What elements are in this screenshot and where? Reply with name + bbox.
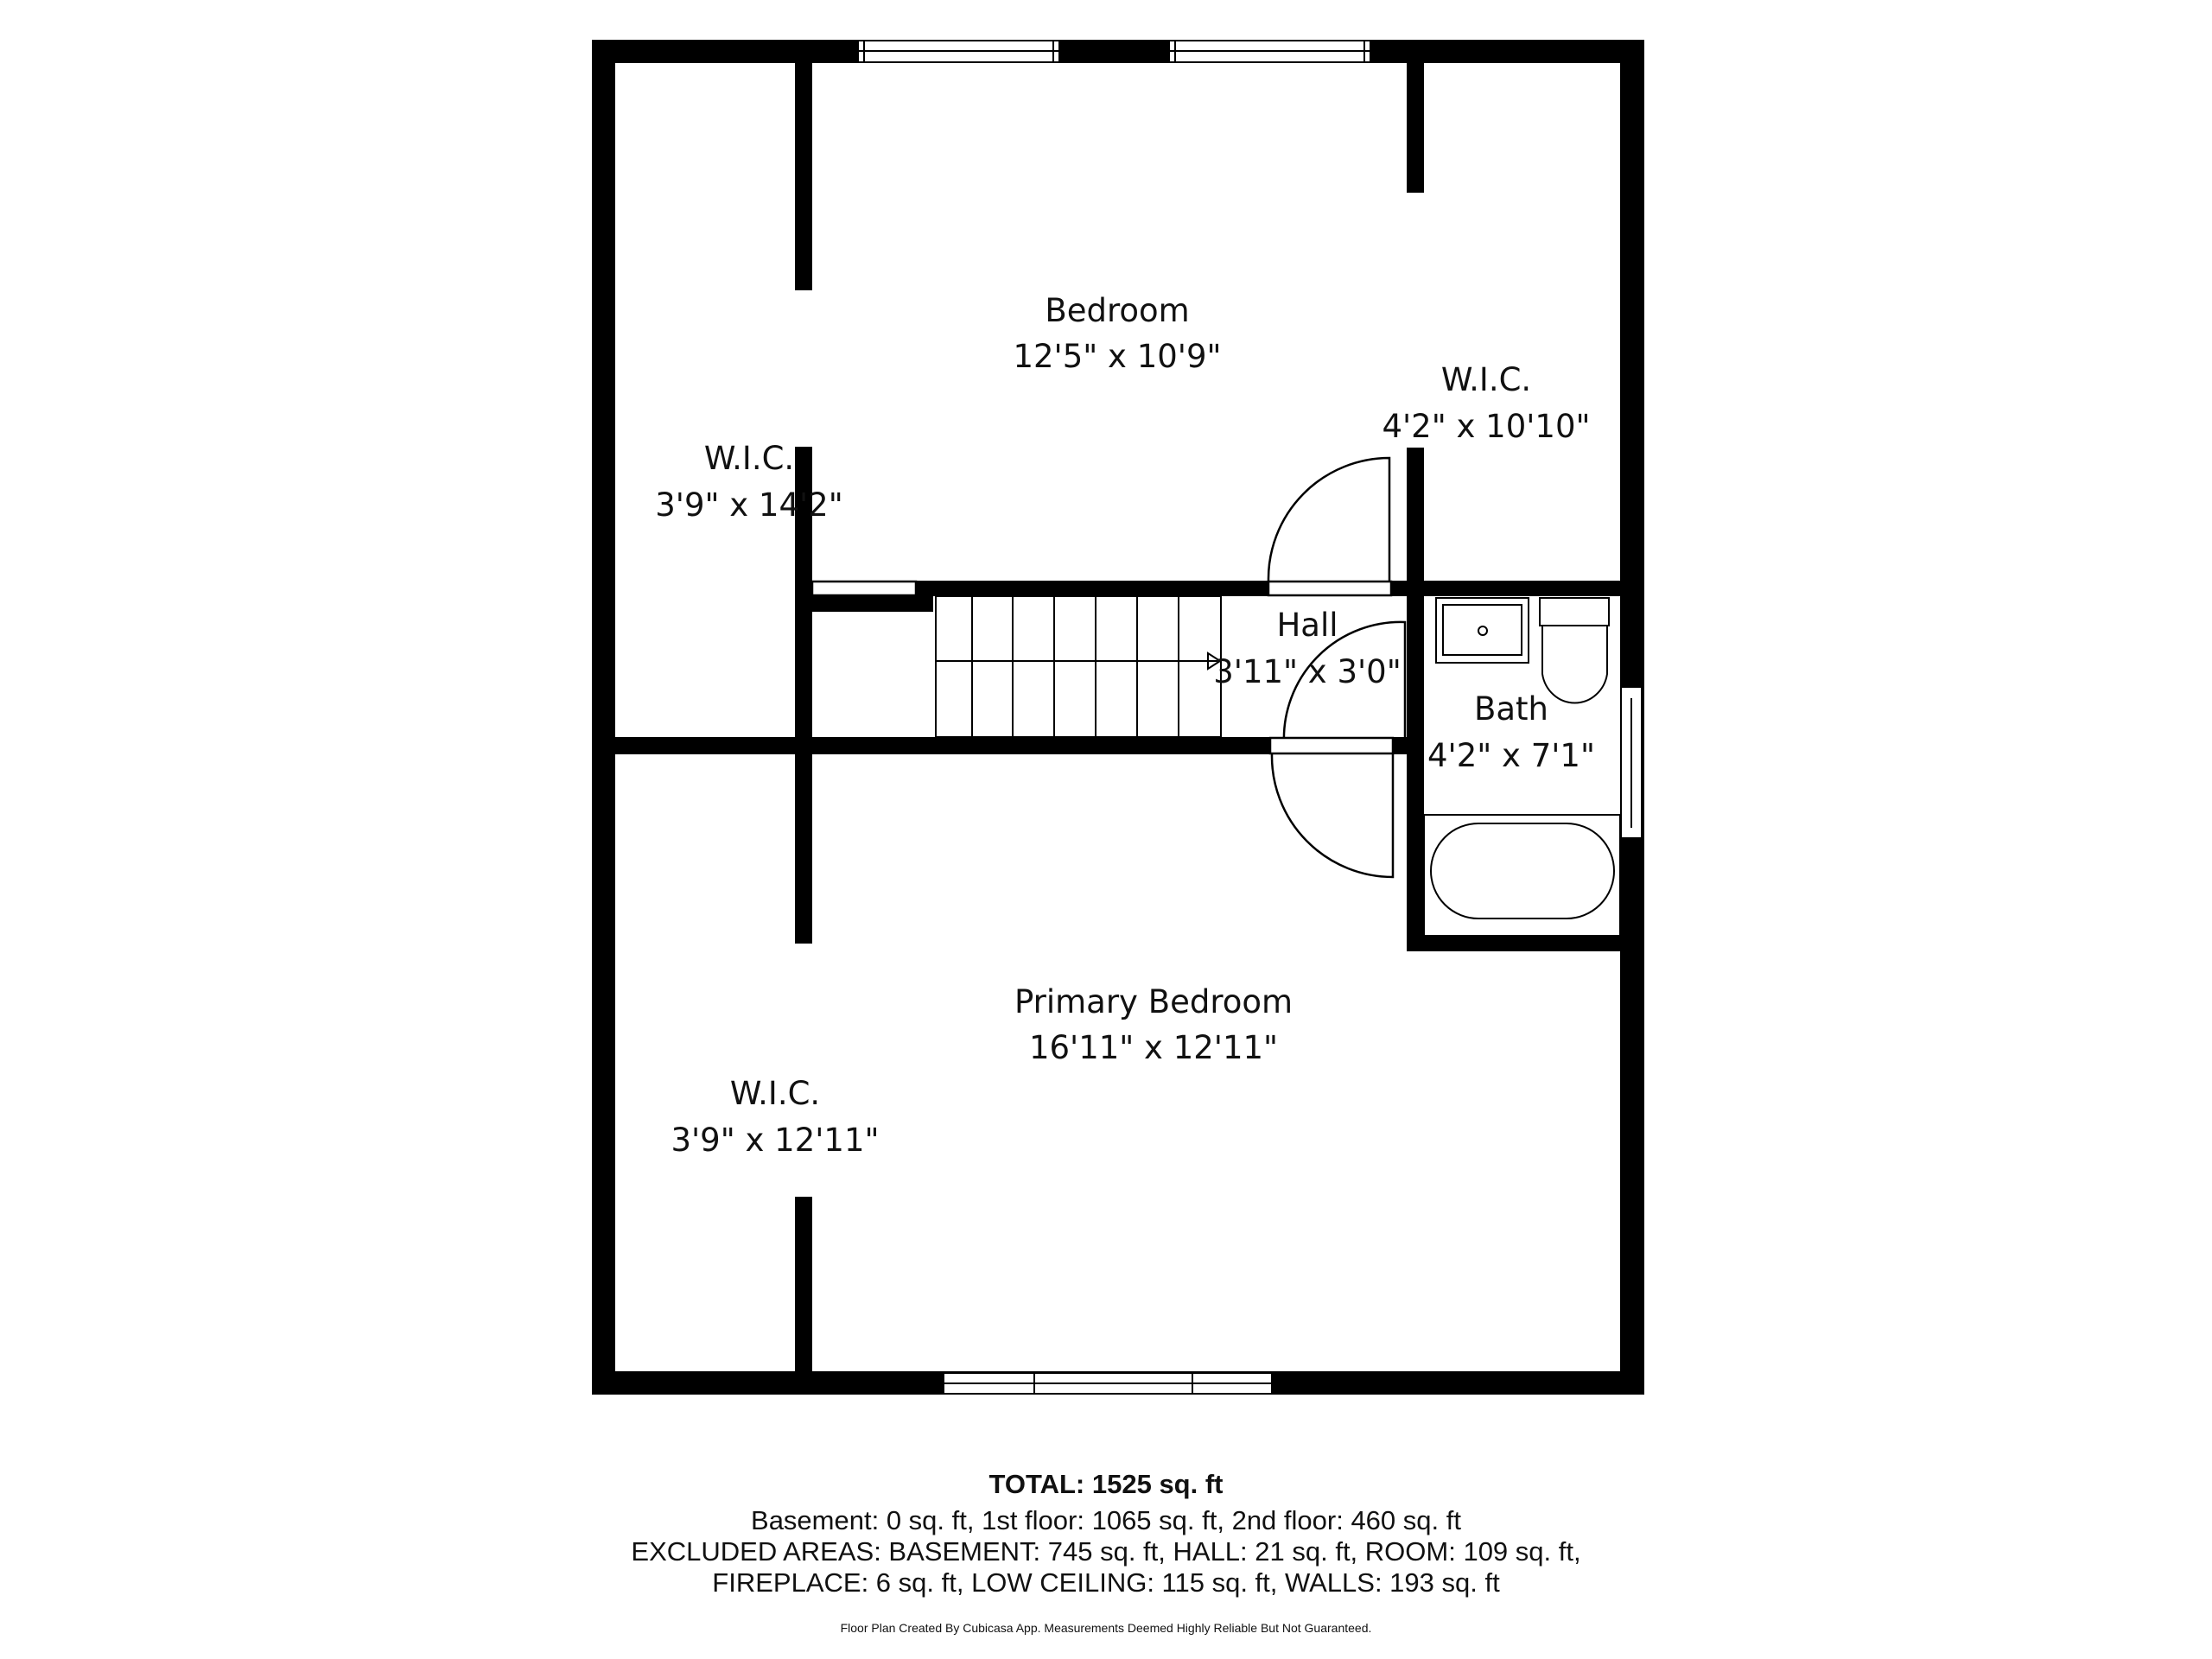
wic-upper-right-name: W.I.C. [1441, 361, 1531, 398]
primary-bedroom-dims: 16'11" x 12'11" [1029, 1029, 1278, 1066]
wic-lower-left-dims: 3'9" x 12'11" [671, 1122, 879, 1159]
room-labels: Bedroom 12'5" x 10'9" W.I.C. 3'9" x 14'2… [655, 292, 1595, 1159]
excluded-areas-line-2: FIREPLACE: 6 sq. ft, LOW CEILING: 115 sq… [712, 1567, 1500, 1598]
sink [1435, 597, 1529, 664]
windows [857, 40, 1643, 1395]
bath-dims: 4'2" x 7'1" [1427, 737, 1595, 774]
primary-bedroom-name: Primary Bedroom [1014, 983, 1293, 1020]
floor-areas: Basement: 0 sq. ft, 1st floor: 1065 sq. … [751, 1505, 1461, 1535]
walls [592, 40, 1644, 1395]
bath-name: Bath [1474, 690, 1548, 728]
doors [810, 456, 1407, 879]
credit-note: Floor Plan Created By Cubicasa App. Meas… [840, 1621, 1372, 1635]
bath-fixtures [1423, 597, 1621, 937]
bathtub [1423, 814, 1621, 937]
hall-name: Hall [1276, 607, 1338, 644]
wic-upper-left-dims: 3'9" x 14'2" [655, 486, 843, 524]
staircase [935, 595, 1222, 738]
toilet-tank [1539, 597, 1610, 626]
wic-lower-left-name: W.I.C. [730, 1075, 820, 1112]
wic-upper-left-name: W.I.C. [704, 440, 794, 477]
bedroom-dims: 12'5" x 10'9" [1013, 338, 1221, 375]
wic-upper-right-dims: 4'2" x 10'10" [1382, 408, 1590, 445]
total-area: TOTAL: 1525 sq. ft [988, 1469, 1224, 1499]
excluded-areas-line-1: EXCLUDED AREAS: BASEMENT: 745 sq. ft, HA… [631, 1536, 1581, 1567]
hall-dims: 3'11" x 3'0" [1213, 653, 1402, 690]
bedroom-name: Bedroom [1045, 292, 1189, 329]
